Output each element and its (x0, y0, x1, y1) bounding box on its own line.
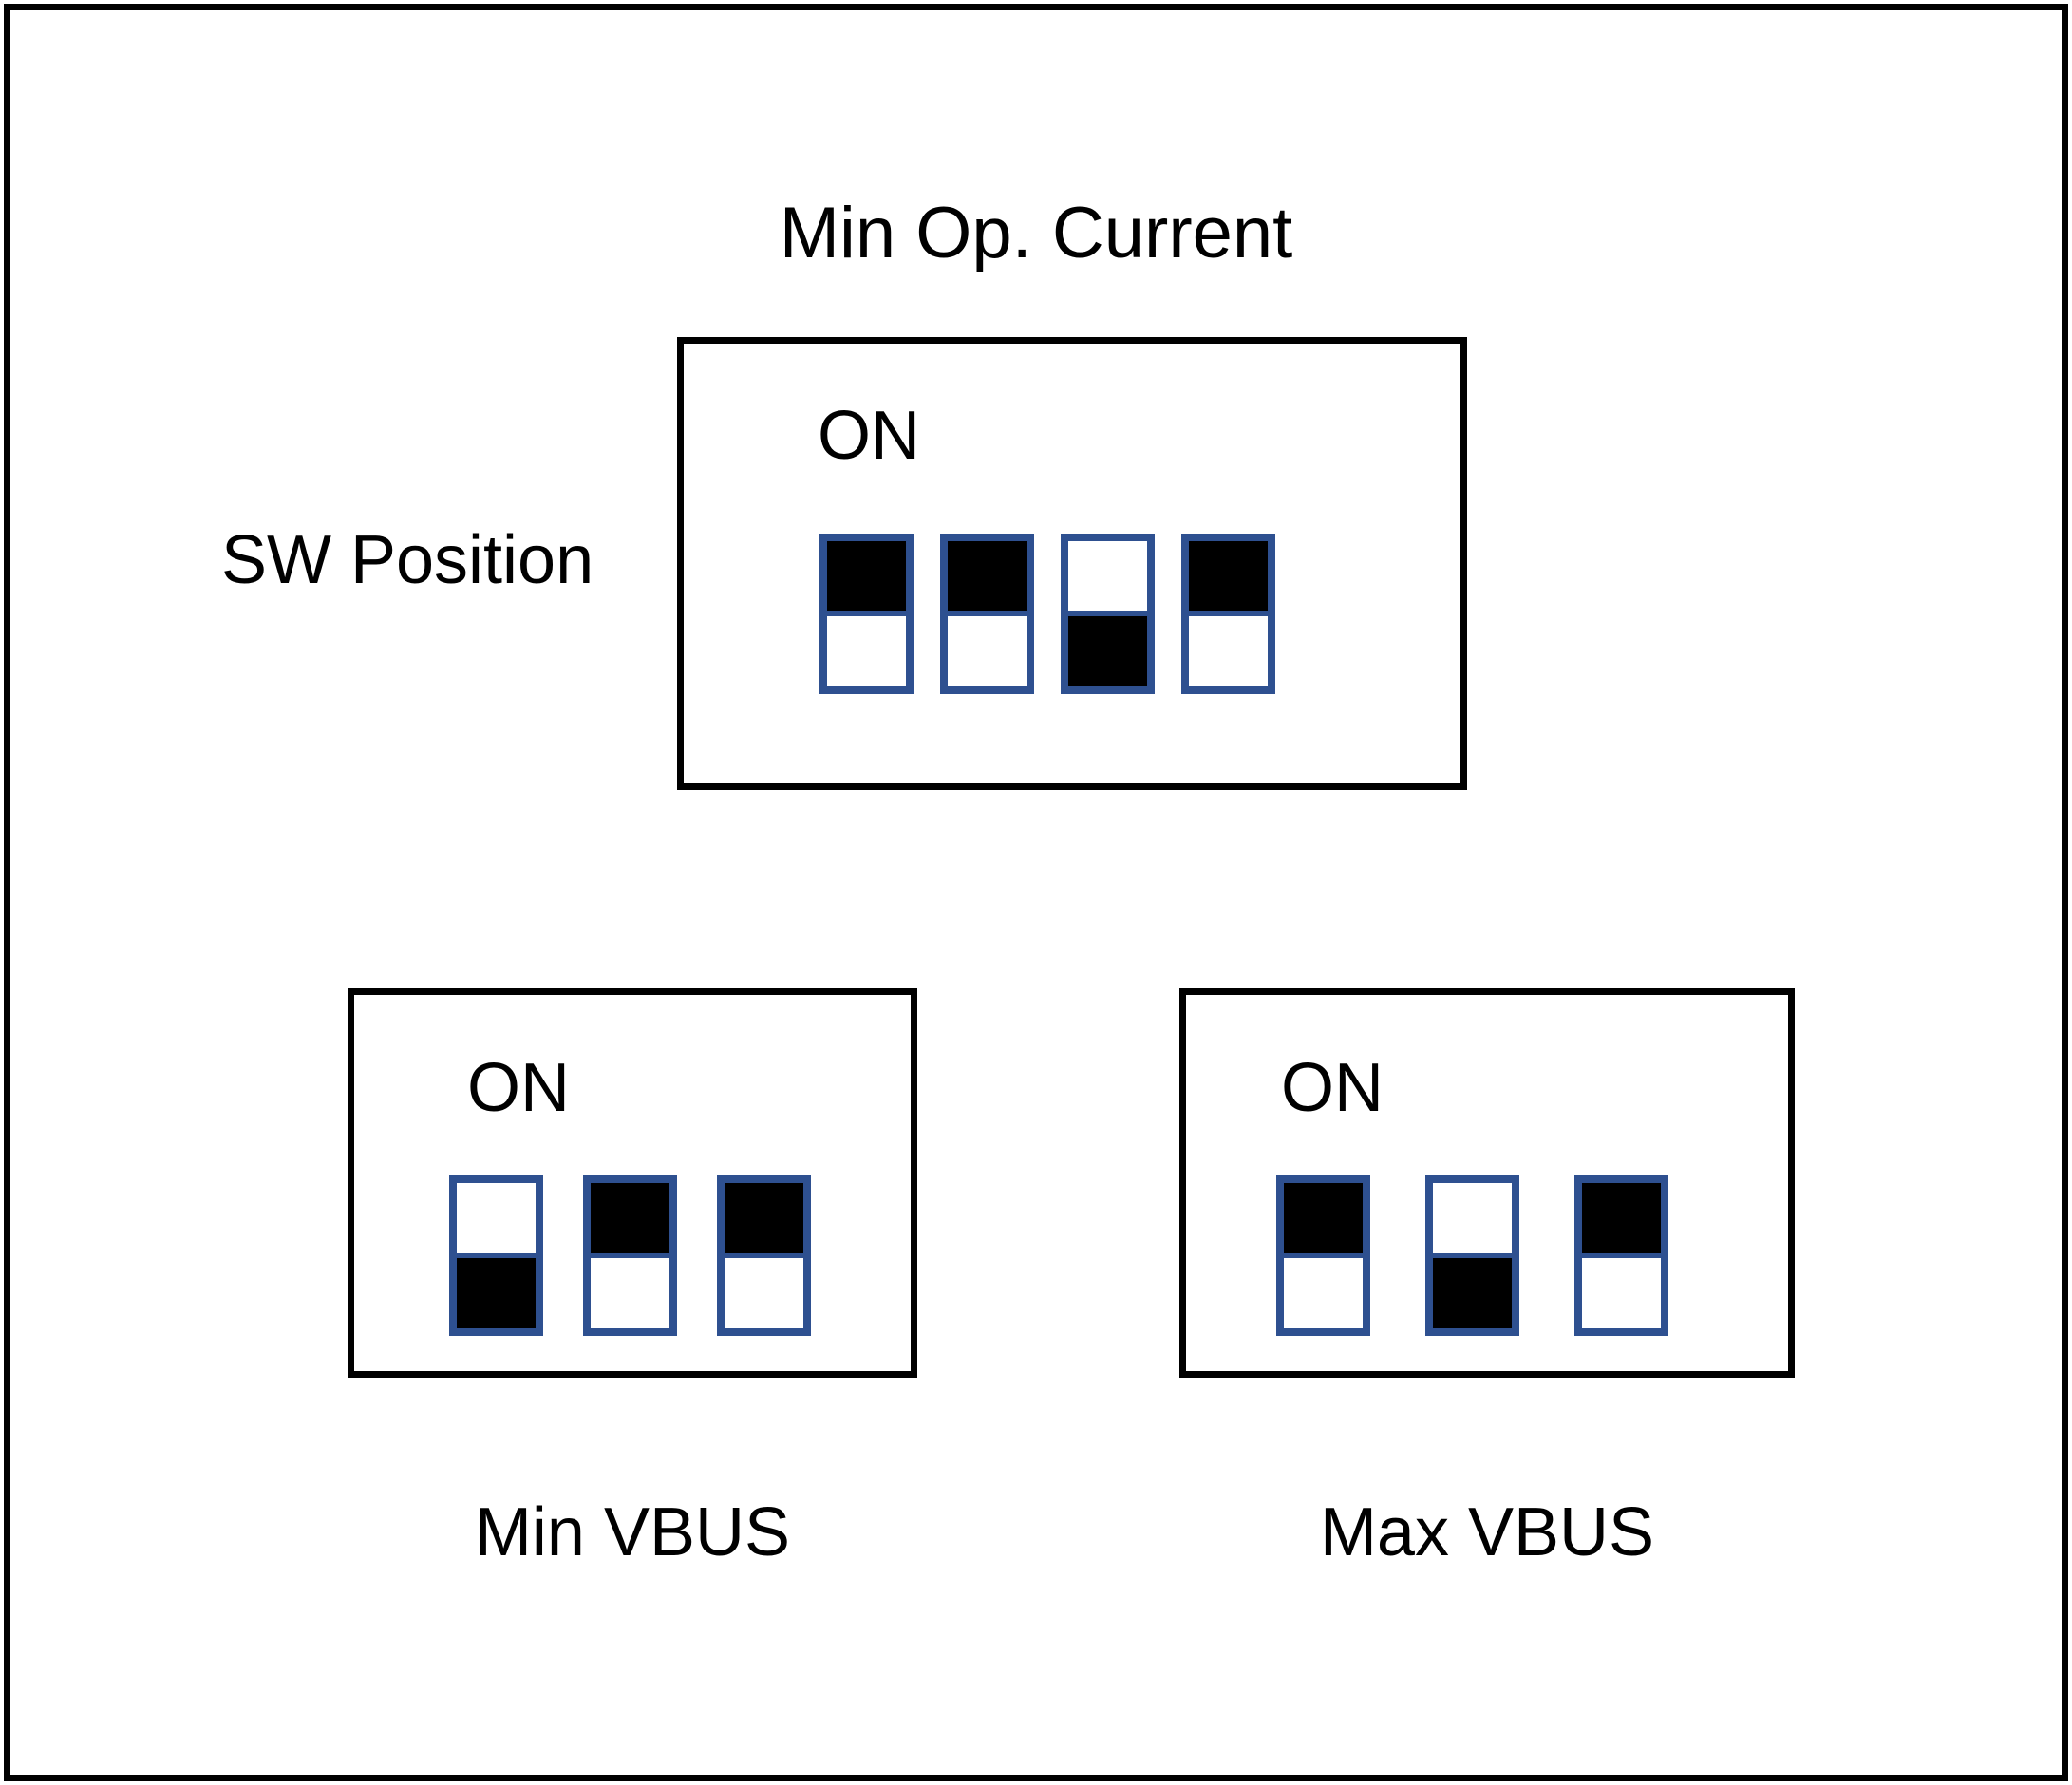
caption-max-vbus: Max VBUS (1319, 1494, 1655, 1570)
dip-switch-1[interactable] (1276, 1175, 1370, 1336)
dip-switch-2[interactable] (1425, 1175, 1519, 1336)
dip-switch-2[interactable] (940, 534, 1034, 694)
dip-switch-4-top-half (1189, 541, 1268, 616)
dip-switch-3[interactable] (717, 1175, 811, 1336)
dip-switch-3-top-half (725, 1183, 803, 1258)
dip-switch-1-top-half (827, 541, 906, 616)
dip-switch-3-bottom-half (1582, 1258, 1661, 1328)
dip-switch-2-bottom-half (948, 616, 1027, 686)
sw-position-label: SW Position (221, 522, 594, 598)
dip-switch-1-bottom-half (827, 616, 906, 686)
switch-bank-min-op-current[interactable]: ON (677, 337, 1467, 790)
dip-switch-4[interactable] (1181, 534, 1275, 694)
dip-switch-1-top-half (1284, 1183, 1363, 1258)
dip-switch-2-bottom-half (1433, 1258, 1512, 1328)
switch-bank-max-vbus[interactable]: ON (1179, 988, 1795, 1378)
dip-switch-3-bottom-half (1068, 616, 1147, 686)
dip-switch-3-top-half (1068, 541, 1147, 616)
switch-row (449, 1175, 811, 1336)
dip-switch-1-bottom-half (457, 1258, 536, 1328)
dip-switch-1[interactable] (819, 534, 914, 694)
caption-min-vbus: Min VBUS (474, 1494, 791, 1570)
dip-switch-3[interactable] (1574, 1175, 1668, 1336)
dip-switch-3-bottom-half (725, 1258, 803, 1328)
dip-switch-2-top-half (1433, 1183, 1512, 1258)
on-label: ON (467, 1050, 570, 1126)
dip-switch-2-bottom-half (591, 1258, 669, 1328)
dip-switch-4-bottom-half (1189, 616, 1268, 686)
dip-switch-2[interactable] (583, 1175, 677, 1336)
dip-switch-1-bottom-half (1284, 1258, 1363, 1328)
page-title: Min Op. Current (779, 193, 1293, 273)
switch-row (819, 534, 1275, 694)
dip-switch-3[interactable] (1061, 534, 1155, 694)
dip-switch-1-top-half (457, 1183, 536, 1258)
on-label: ON (818, 398, 920, 474)
dip-switch-2-top-half (948, 541, 1027, 616)
dip-switch-1[interactable] (449, 1175, 543, 1336)
dip-switch-2-top-half (591, 1183, 669, 1258)
switch-bank-min-vbus[interactable]: ON (348, 988, 917, 1378)
on-label: ON (1281, 1050, 1384, 1126)
switch-row (1276, 1175, 1668, 1336)
dip-switch-3-top-half (1582, 1183, 1661, 1258)
